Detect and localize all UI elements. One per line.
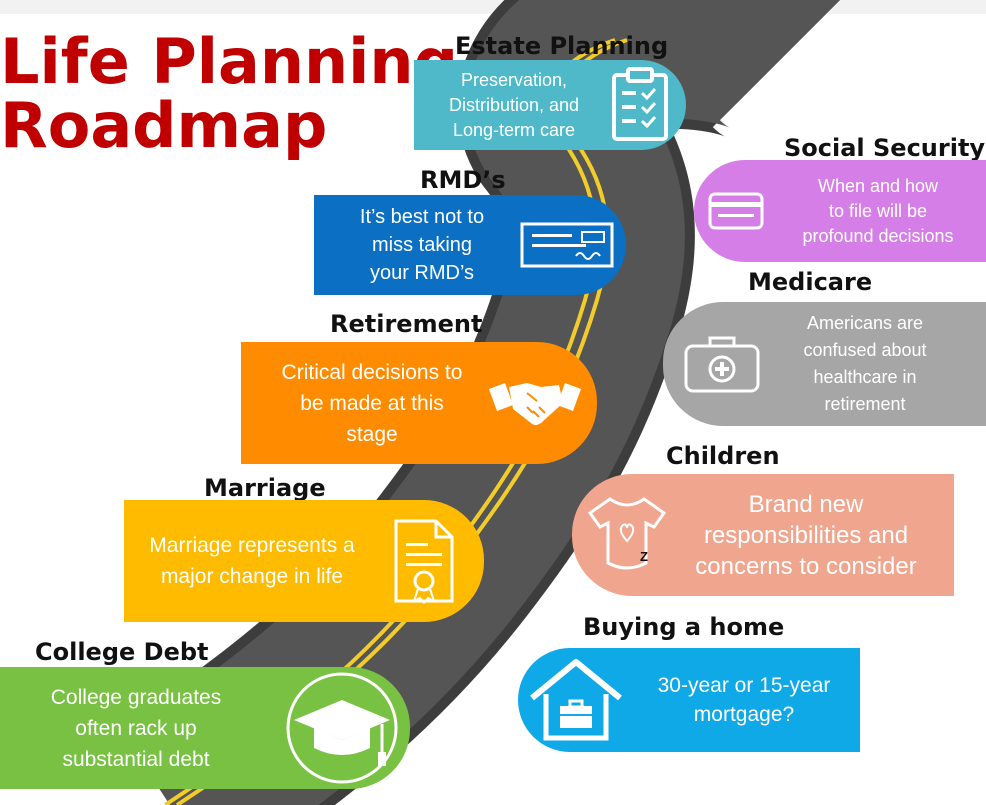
medicare-line-1: Americans are: [806, 313, 924, 333]
estate-planning-label: Estate Planning: [455, 32, 669, 60]
children-label: Children: [666, 442, 780, 470]
marriage-label: Marriage: [204, 474, 326, 502]
retirement-line-1: Critical decisions to: [281, 360, 463, 384]
id-card-icon: [708, 192, 764, 230]
retirement-line-3: stage: [346, 422, 398, 446]
children-card: Z Brand new responsibilities and concern…: [572, 474, 954, 596]
home-line-2: mortgage?: [693, 703, 795, 726]
social-security-label: Social Security: [784, 134, 986, 162]
college-line-3: substantial debt: [62, 747, 210, 771]
home-line-1: 30-year or 15-year: [657, 674, 831, 697]
marriage-card: Marriage represents a major change in li…: [124, 500, 484, 622]
children-line-2: responsibilities and: [703, 521, 909, 549]
handshake-icon: [489, 383, 581, 425]
marriage-line-1: Marriage represents a: [149, 534, 355, 557]
baby-onesie-icon: [587, 497, 667, 570]
children-line-3: concerns to consider: [695, 552, 917, 580]
buying-home-label: Buying a home: [583, 613, 785, 641]
rmd-label: RMD’s: [420, 166, 506, 194]
retirement-line-2: be made at this: [300, 391, 444, 415]
graduation-cap-icon: [286, 672, 398, 784]
page-title: Life Planning Roadmap: [0, 30, 458, 158]
certificate-icon: [394, 519, 454, 604]
college-debt-card: College graduates often rack up substant…: [0, 667, 410, 789]
medicare-line-2: confused about: [803, 340, 927, 360]
social-line-1: When and how: [817, 175, 939, 196]
marriage-line-2: major change in life: [160, 565, 344, 588]
social-line-2: to file will be: [828, 200, 928, 221]
medicare-line-3: healthcare in: [813, 367, 917, 387]
estate-line-3: Long-term care: [452, 119, 576, 140]
college-debt-label: College Debt: [35, 638, 209, 666]
college-line-1: College graduates: [50, 685, 222, 709]
children-icon-glyph: Z: [640, 549, 648, 564]
medicare-card: Americans are confused about healthcare …: [663, 302, 986, 426]
rmd-line-3: your RMD’s: [369, 262, 475, 284]
buying-home-card: 30-year or 15-year mortgage?: [518, 648, 860, 752]
retirement-card: Critical decisions to be made at this st…: [241, 342, 597, 464]
retirement-label: Retirement: [330, 310, 483, 338]
rmd-line-2: miss taking: [371, 234, 473, 256]
title-line-1: Life Planning: [0, 25, 458, 98]
rmd-line-1: It’s best not to: [359, 206, 485, 228]
medical-kit-icon: [684, 336, 760, 393]
title-line-2: Roadmap: [0, 89, 328, 162]
estate-line-1: Preservation,: [460, 69, 568, 90]
children-icon-wrap: Z: [587, 495, 667, 575]
children-line-1: Brand new: [748, 490, 864, 518]
clipboard-checklist-icon: [612, 67, 668, 141]
estate-line-2: Distribution, and: [448, 94, 580, 115]
check-icon: [520, 222, 614, 268]
rmd-card: It’s best not to miss taking your RMD’s: [314, 195, 626, 295]
social-security-card: When and how to file will be profound de…: [694, 160, 986, 262]
college-line-2: often rack up: [75, 716, 197, 740]
house-icon: [530, 659, 622, 741]
medicare-line-4: retirement: [824, 394, 906, 414]
medicare-label: Medicare: [748, 268, 873, 296]
social-line-3: profound decisions: [802, 225, 954, 246]
estate-planning-card: Preservation, Distribution, and Long-ter…: [414, 60, 686, 150]
